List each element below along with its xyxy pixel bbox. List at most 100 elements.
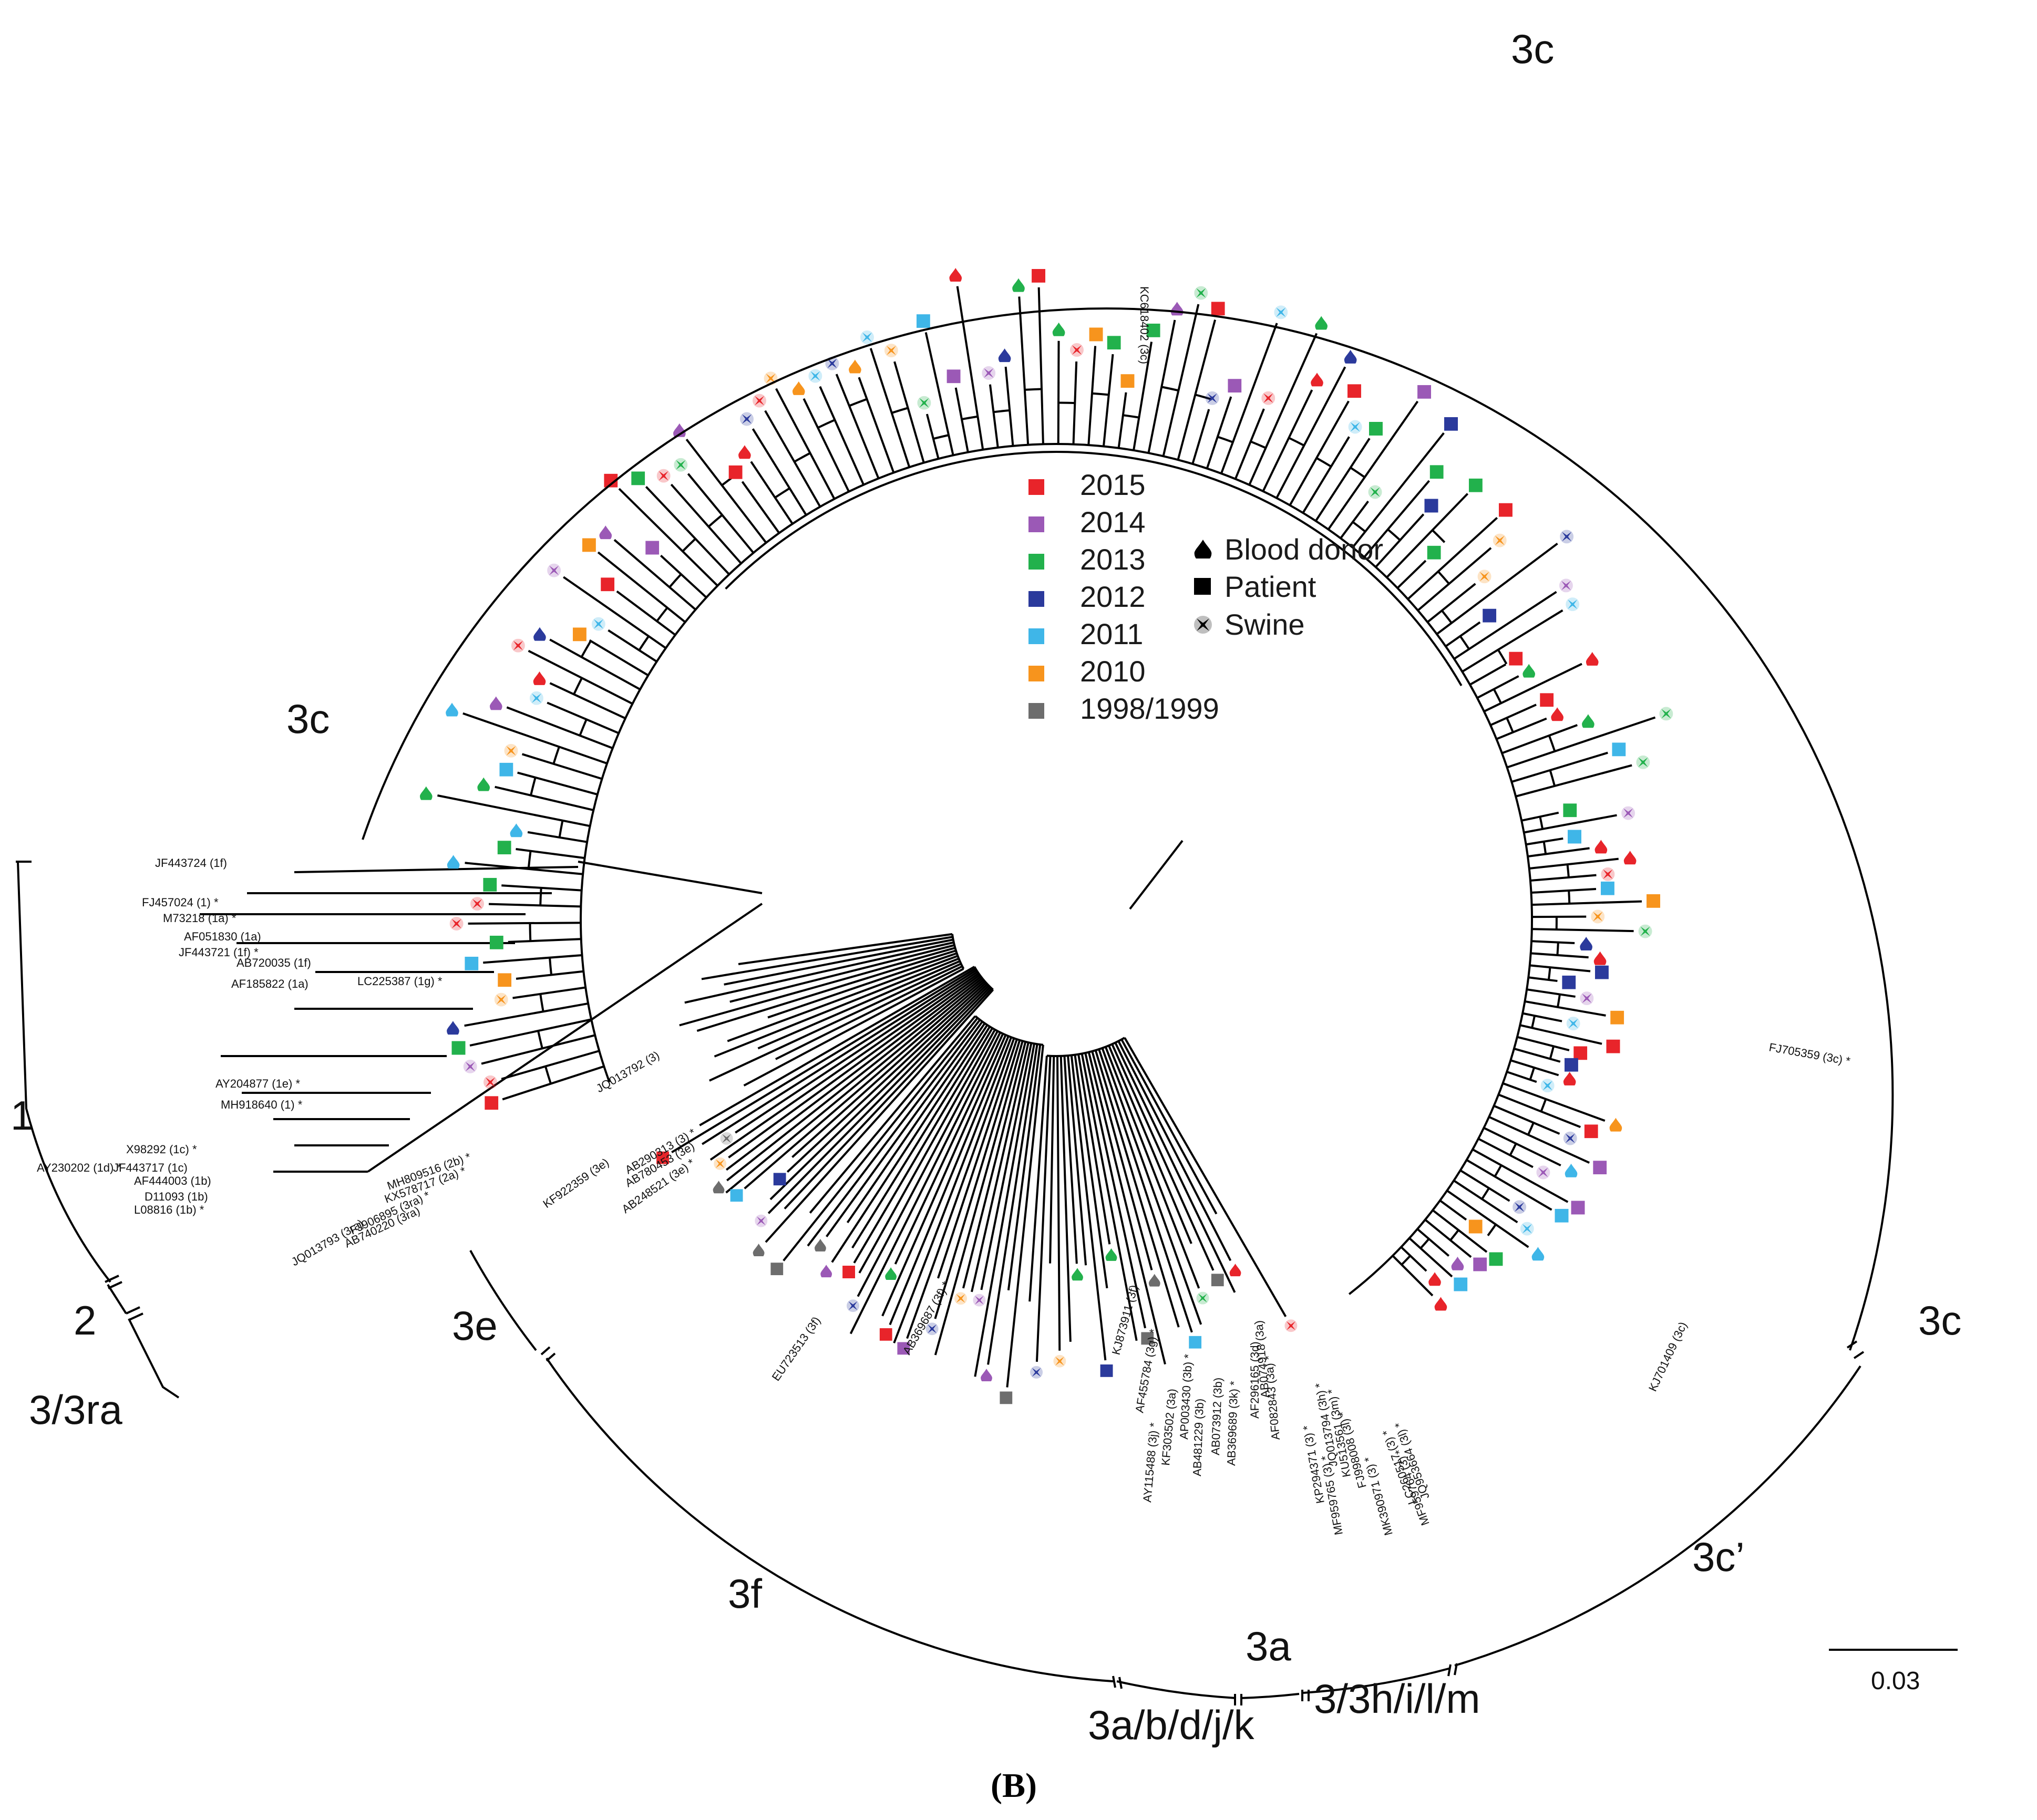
patient-square-icon [1468,1219,1483,1234]
tree-node [1497,649,1508,665]
tree-node [1556,942,1559,956]
tree-branch [495,785,594,811]
tree-branch [783,1017,979,1261]
tree-branch [767,986,991,1214]
legend-year-item: 2014 [1028,505,1146,539]
patient-square-icon [1509,652,1523,666]
tree-branch [679,947,955,1027]
tree-branch [578,861,763,894]
blood-donor-drop-icon [753,1244,765,1257]
tree-branch [1124,1037,1287,1317]
blood-donor-drop-icon [815,1238,826,1252]
arc-3abdjk [1116,1680,1237,1699]
tree-branch [809,1015,976,1214]
swine-cross-icon [1493,533,1507,547]
tree-node [774,487,790,499]
tree-node [973,966,994,991]
patient-square-icon [947,369,961,384]
patient-square-icon [1468,478,1483,492]
blood-donor-drop-icon [1148,1274,1160,1287]
legend-year-swatch [1028,703,1044,719]
patient-square-icon [879,1328,892,1341]
tree-branch [1531,888,1597,894]
tree-branch [1120,1039,1218,1215]
tree-node [1557,994,1561,1008]
patient-square-icon [601,577,615,592]
tree-branch [1531,900,1642,906]
reference-sequence-label: JQ013792 (3) [594,1048,662,1095]
tree-branch [1459,1169,1510,1202]
swine-cross-icon [1559,578,1573,593]
tree-branch [464,1002,589,1027]
tree-branch [508,938,581,943]
swine-cross-icon [1566,1017,1580,1031]
reference-sequence-label: FJ705359 (3c) * [1768,1040,1851,1068]
swine-cross-icon [847,1299,860,1312]
swine-cross-icon [973,1294,986,1307]
blood-donor-drop-icon [1593,951,1607,965]
patient-square-icon [1540,693,1554,707]
blood-donor-drop-icon [738,445,751,459]
reference-sequence-label: AB720035 (1f) [236,956,311,969]
swine-cross-icon [674,458,688,472]
tree-markers [419,268,1673,1404]
tree-branch [1446,1190,1529,1248]
tree-branch [743,968,964,1087]
swine-cross-icon [739,412,754,426]
legend-year-label: 1998/1999 [1080,692,1219,725]
tree-branch [506,706,613,749]
tree-branch [1472,1148,1569,1203]
patient-square-icon [489,935,503,949]
reference-sequence-label: AB481229 (3b) [1190,1398,1206,1476]
legend-year-item: 2010 [1028,655,1146,688]
tree-node [1529,1067,1535,1080]
blood-donor-drop-icon [1531,1247,1545,1261]
legend-year-label: 2014 [1080,505,1146,539]
tree-node [527,851,532,870]
clade-arcs [16,307,1894,1705]
tree-branches [200,286,1656,1388]
tree-branch [709,973,980,1161]
tree-node [1481,1187,1490,1200]
blood-donor-drop-icon [1434,1297,1447,1311]
blood-donor-drop-icon [1012,278,1025,292]
tree-branch [1108,1045,1192,1244]
tree-branch [613,539,696,611]
blood-donor-drop-icon [1344,349,1357,364]
tree-branch [1396,560,1427,589]
tree-node [682,537,696,552]
swine-cross-icon [1261,391,1275,405]
tree-node [579,719,588,736]
tree-branch [956,286,984,450]
tree-branch [954,387,969,453]
swine-cross-icon [1030,1366,1043,1379]
legend-type-label: Swine [1225,608,1305,641]
tree-branch [1466,1159,1552,1211]
blood-donor-drop-icon [1551,707,1563,721]
tree-branch [1070,1055,1107,1361]
clade-label-3abdjk: 3a/b/d/j/k [1088,1702,1255,1748]
tree-branch [1117,1040,1232,1261]
arc-3c-prime [1454,1365,1861,1667]
clade-label-3ra: 3/3ra [29,1387,122,1433]
swine-cross-icon [511,638,525,653]
blood-donor-drop-icon [533,671,546,685]
tree-node [656,607,668,622]
arc-3e [469,1250,537,1351]
tree-branch [1506,1071,1537,1083]
tree-branch [1074,1054,1108,1289]
swine-cross-icon [982,366,996,380]
tree-branch [934,1040,1021,1319]
tree-branch [735,970,979,1134]
swine-cross-icon [470,897,485,911]
tree-node [1542,841,1547,854]
tree-branch [752,428,807,516]
reference-sequence-label: KJ701409 (3c) [1646,1320,1690,1393]
tree-branch [835,374,880,479]
patient-square-icon [497,841,511,855]
clade-label-3c-right: 3c [1918,1297,1961,1343]
reference-sequence-label: KF303502 (3a) [1159,1388,1179,1466]
blood-donor-drop-icon [599,525,612,540]
tree-branch [618,488,718,587]
tree-node [1217,436,1233,443]
